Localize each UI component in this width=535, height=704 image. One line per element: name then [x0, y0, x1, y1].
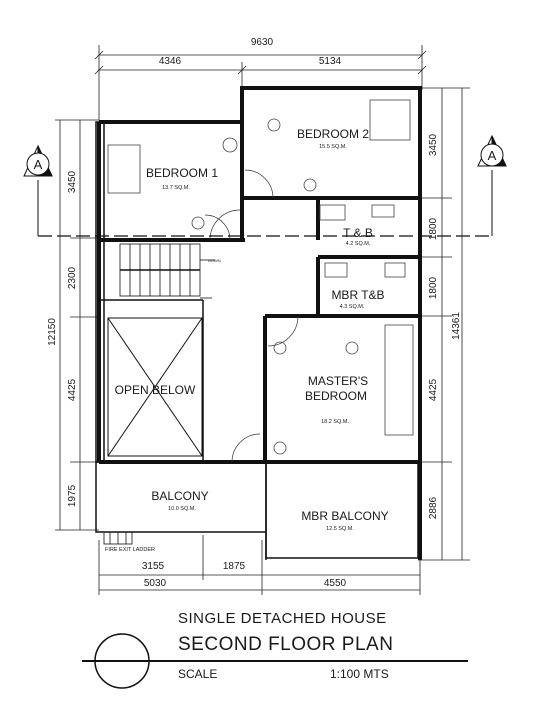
dim-bottom-left: 5030	[144, 578, 167, 589]
dim-bottom-a: 3155	[142, 561, 165, 572]
room-mbr-balcony: MBR BALCONY	[301, 509, 388, 523]
scale-label: SCALE	[178, 667, 218, 681]
room-bedroom-1-area: 13.7 SQ.M.	[162, 185, 190, 191]
room-bedroom-2: BEDROOM 2	[297, 127, 369, 141]
room-bedroom-1: BEDROOM 1	[146, 166, 218, 180]
fire-exit-label: FIRE EXIT LADDER	[105, 547, 155, 553]
dim-bottom-right: 4550	[324, 578, 347, 589]
room-mbr-tb-area: 4.3 SQ.M.	[340, 304, 365, 310]
room-open-below: OPEN BELOW	[115, 383, 196, 397]
room-master-line2: BEDROOM	[305, 389, 367, 403]
dim-left-2: 2300	[67, 266, 78, 289]
dim-left-4: 1975	[67, 484, 78, 507]
scale-value: 1:100 MTS	[330, 667, 389, 681]
dim-top-left: 4346	[159, 56, 182, 67]
room-balcony-area: 10.0 SQ.M.	[168, 506, 196, 512]
dim-right-1: 3450	[428, 133, 439, 156]
dim-left-total: 12150	[47, 318, 58, 346]
room-tb: T & B	[343, 226, 373, 240]
dim-right-5: 2886	[428, 496, 439, 519]
dim-right-total: 14361	[451, 312, 462, 340]
dim-bottom-b: 1875	[223, 561, 246, 572]
room-master-line1: MASTER'S	[308, 374, 368, 388]
room-bedroom-2-area: 15.5 SQ.M.	[319, 144, 347, 150]
dim-left-1: 3450	[67, 170, 78, 193]
room-mbr-tb: MBR T&B	[331, 288, 384, 302]
dim-right-2: 1800	[428, 217, 439, 240]
title-line-1: SINGLE DETACHED HOUSE	[178, 610, 387, 627]
title-line-2: SECOND FLOOR PLAN	[178, 634, 394, 655]
room-balcony: BALCONY	[151, 489, 208, 503]
dim-right-3: 1800	[428, 276, 439, 299]
section-marker-left: A	[34, 157, 43, 172]
room-mbr-balcony-area: 12.5 SQ.M.	[326, 526, 354, 532]
room-tb-area: 4.2 SQ.M.	[346, 241, 371, 247]
dim-left-3: 4425	[67, 378, 78, 401]
dim-overall-width: 9630	[251, 37, 274, 48]
dim-right-4: 4425	[428, 378, 439, 401]
room-master-area: 18.2 SQ.M.	[321, 419, 349, 425]
section-marker-right: A	[488, 148, 497, 163]
stair-down-label: DOWN	[208, 258, 221, 263]
dim-top-right: 5134	[319, 56, 342, 67]
